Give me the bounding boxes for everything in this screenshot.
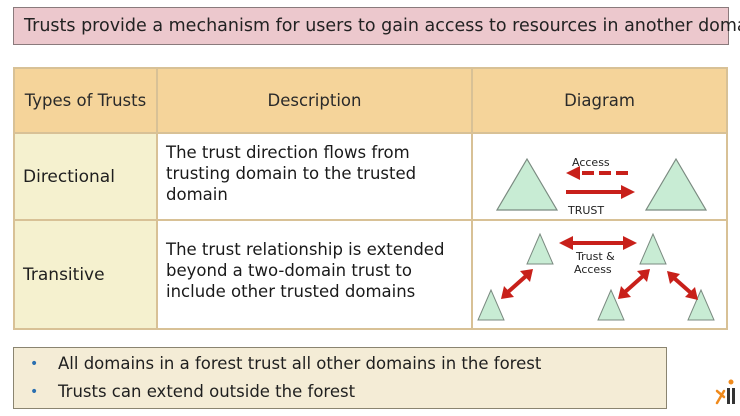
trust-types-table: Types of Trusts Description Diagram Dire… <box>13 67 728 330</box>
arrow-right-icon <box>623 236 637 250</box>
description-line: The trust relationship is extended <box>166 240 445 259</box>
arrow-down-right-icon <box>685 287 698 300</box>
row-transitive-description: The trust relationship is extended beyon… <box>158 221 471 328</box>
arrow-shaft <box>623 274 645 294</box>
column-divider <box>156 69 158 328</box>
description-line: include other trusted domains <box>166 282 416 301</box>
description-line: The trust direction flows from <box>166 143 410 162</box>
arrow-up-right-icon <box>637 269 650 282</box>
bullet-item: • Trusts can extend outside the forest <box>30 382 355 401</box>
row-transitive-diagram: Trust & Access <box>473 221 726 328</box>
domain-triangle-icon <box>687 288 715 321</box>
arrow-shaft <box>506 274 528 294</box>
domain-triangle-icon <box>597 288 625 321</box>
bullet-dot-icon: • <box>30 355 39 372</box>
arrow-down-left-icon <box>501 286 514 299</box>
banner-text: Trusts provide a mechanism for users to … <box>24 16 740 36</box>
header-diagram-label: Diagram <box>564 91 635 110</box>
summary-bullets-box: • All domains in a forest trust all othe… <box>13 347 667 409</box>
trust-access-label-line2: Access <box>574 263 612 276</box>
row-type-label: Transitive <box>23 264 105 285</box>
column-divider <box>471 69 473 328</box>
directional-trust-diagram: Access TRUST <box>495 156 708 217</box>
bullet-text: Trusts can extend outside the forest <box>58 382 356 401</box>
row-transitive-label: Transitive <box>15 221 156 328</box>
row-type-label: Directional <box>23 166 115 187</box>
arrow-shaft <box>672 276 693 295</box>
trust-label: TRUST <box>567 204 604 217</box>
row-divider <box>15 132 726 134</box>
header-types: Types of Trusts <box>15 69 156 132</box>
description-line: trusting domain to the trusted <box>166 164 417 183</box>
header-description-label: Description <box>267 91 362 110</box>
brand-logo-icon <box>715 379 735 405</box>
domain-triangle-icon <box>644 157 708 211</box>
domain-triangle-icon <box>639 232 667 265</box>
header-diagram: Diagram <box>473 69 726 132</box>
row-directional-description: The trust direction flows from trusting … <box>158 134 471 219</box>
row-divider <box>15 219 726 221</box>
transitive-trust-diagram: Trust & Access <box>477 232 715 321</box>
header-description: Description <box>158 69 471 132</box>
description-line: beyond a two-domain trust to <box>166 261 412 280</box>
arrow-up-left-icon <box>667 271 680 284</box>
arrow-right-icon <box>621 185 635 199</box>
domain-triangle-icon <box>526 232 554 265</box>
row-directional-label: Directional <box>15 134 156 219</box>
arrow-left-icon <box>566 166 580 180</box>
header-types-label: Types of Trusts <box>24 91 147 110</box>
bullet-dot-icon: • <box>30 383 39 400</box>
arrow-down-left-icon <box>618 286 631 299</box>
trust-access-label-line1: Trust & <box>575 250 615 263</box>
arrow-up-right-icon <box>520 269 533 282</box>
title-banner: Trusts provide a mechanism for users to … <box>13 7 740 45</box>
domain-triangle-icon <box>495 157 559 211</box>
description-line: domain <box>166 185 228 204</box>
bullet-item: • All domains in a forest trust all othe… <box>30 354 541 373</box>
arrow-left-icon <box>559 236 573 250</box>
domain-triangle-icon <box>477 288 505 321</box>
access-label: Access <box>572 156 610 169</box>
row-directional-diagram: Access TRUST <box>473 134 726 219</box>
bullet-text: All domains in a forest trust all other … <box>58 354 542 373</box>
